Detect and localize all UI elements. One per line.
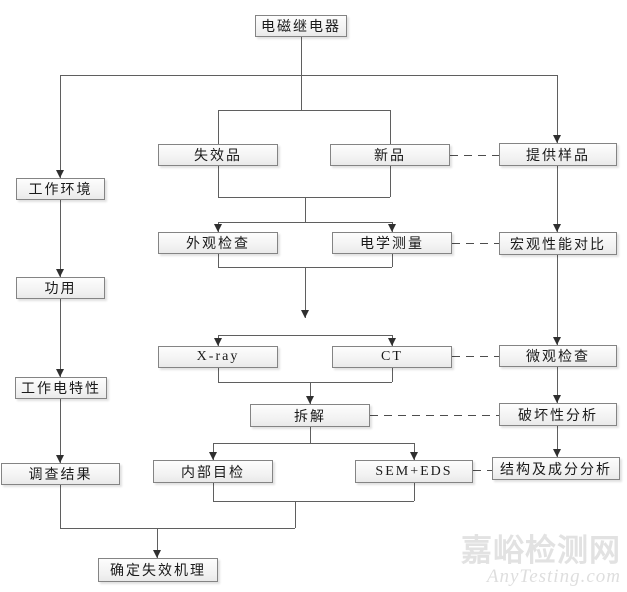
connector-line <box>310 382 311 404</box>
connector-line <box>213 443 214 460</box>
flow-node-destructive-analysis: 破坏性分析 <box>499 403 617 426</box>
connector-line <box>392 368 393 382</box>
flow-node-work-environment: 工作环境 <box>16 178 105 200</box>
arrowhead-down-icon <box>306 396 314 404</box>
connector-line <box>557 75 558 143</box>
arrowhead-down-icon <box>56 170 64 178</box>
connector-line <box>60 299 61 377</box>
connector-line <box>218 335 392 336</box>
arrowhead-down-icon <box>209 452 217 460</box>
connector-line <box>392 254 393 267</box>
flow-node-new-sample: 新品 <box>330 144 450 166</box>
dashed-connector <box>473 470 492 471</box>
connector-line <box>60 485 61 528</box>
connector-line <box>213 443 414 444</box>
connector-line <box>310 427 311 443</box>
connector-line <box>414 483 415 501</box>
connector-line <box>218 110 390 111</box>
connector-line <box>60 75 61 178</box>
connector-line <box>557 426 558 457</box>
flow-node-macro-performance-comparison: 宏观性能对比 <box>499 232 617 255</box>
flow-node-disassembly: 拆解 <box>250 404 370 427</box>
arrowhead-down-icon <box>214 224 222 232</box>
dashed-connector <box>452 243 499 244</box>
flow-node-structure-composition-analysis: 结构及成分分析 <box>492 457 620 480</box>
connector-line <box>557 255 558 345</box>
arrowhead-down-icon <box>56 455 64 463</box>
arrowhead-down-icon <box>56 269 64 277</box>
connector-line <box>218 368 219 382</box>
connector-line <box>390 166 391 197</box>
flow-node-working-electrical-characteristics: 工作电特性 <box>15 377 107 399</box>
connector-line <box>157 528 158 558</box>
flow-node-ct: CT <box>332 346 452 368</box>
connector-line <box>213 501 414 502</box>
connector-line <box>213 483 214 501</box>
flow-node-failed-sample: 失效品 <box>158 144 278 166</box>
connector-line <box>557 367 558 403</box>
arrowhead-down-icon <box>410 452 418 460</box>
connector-line <box>60 399 61 463</box>
arrowhead-down-icon <box>153 550 161 558</box>
arrowhead-down-icon <box>553 135 561 143</box>
connector-line <box>60 75 557 76</box>
connector-line <box>557 166 558 232</box>
connector-line <box>218 166 219 197</box>
flow-node-provide-samples: 提供样品 <box>499 143 617 166</box>
watermark: 嘉峪检测网 AnyTesting.com <box>461 535 621 588</box>
flow-node-sem-eds: SEM+EDS <box>355 460 473 483</box>
flow-node-internal-visual-inspection: 内部目检 <box>153 460 273 483</box>
flow-node-determine-failure-mechanism: 确定失效机理 <box>98 558 218 582</box>
connector-line <box>218 382 392 383</box>
arrowhead-down-icon <box>553 337 561 345</box>
connector-line <box>218 197 390 198</box>
watermark-domain: AnyTesting.com <box>486 566 621 587</box>
arrowhead-down-icon <box>301 310 309 318</box>
dashed-connector <box>452 356 499 357</box>
connector-line <box>305 267 306 318</box>
arrowhead-down-icon <box>553 395 561 403</box>
connector-line <box>218 110 219 144</box>
arrowhead-down-icon <box>553 224 561 232</box>
flow-node-xray: X-ray <box>158 346 278 368</box>
connector-line <box>305 197 306 222</box>
arrowhead-down-icon <box>214 338 222 346</box>
dashed-connector <box>450 155 499 156</box>
arrowhead-down-icon <box>553 449 561 457</box>
connector-line <box>295 501 296 528</box>
dashed-connector <box>370 415 499 416</box>
arrowhead-down-icon <box>56 369 64 377</box>
flow-node-relay: 电磁继电器 <box>255 15 347 37</box>
connector-line <box>218 254 219 267</box>
connector-line <box>414 443 415 460</box>
flow-node-investigation-results: 调查结果 <box>1 463 120 485</box>
connector-line <box>218 222 392 223</box>
arrowhead-down-icon <box>388 224 396 232</box>
connector-line <box>301 37 302 110</box>
flow-node-function: 功用 <box>16 277 105 299</box>
flow-node-visual-inspection: 外观检查 <box>158 232 278 254</box>
connector-line <box>60 528 295 529</box>
connector-line <box>390 110 391 144</box>
arrowhead-down-icon <box>388 338 396 346</box>
connector-line <box>60 200 61 277</box>
flow-node-micro-inspection: 微观检查 <box>499 345 617 367</box>
flow-node-electrical-measurement: 电学测量 <box>332 232 452 254</box>
watermark-brand: 嘉峪检测网 <box>461 533 621 568</box>
